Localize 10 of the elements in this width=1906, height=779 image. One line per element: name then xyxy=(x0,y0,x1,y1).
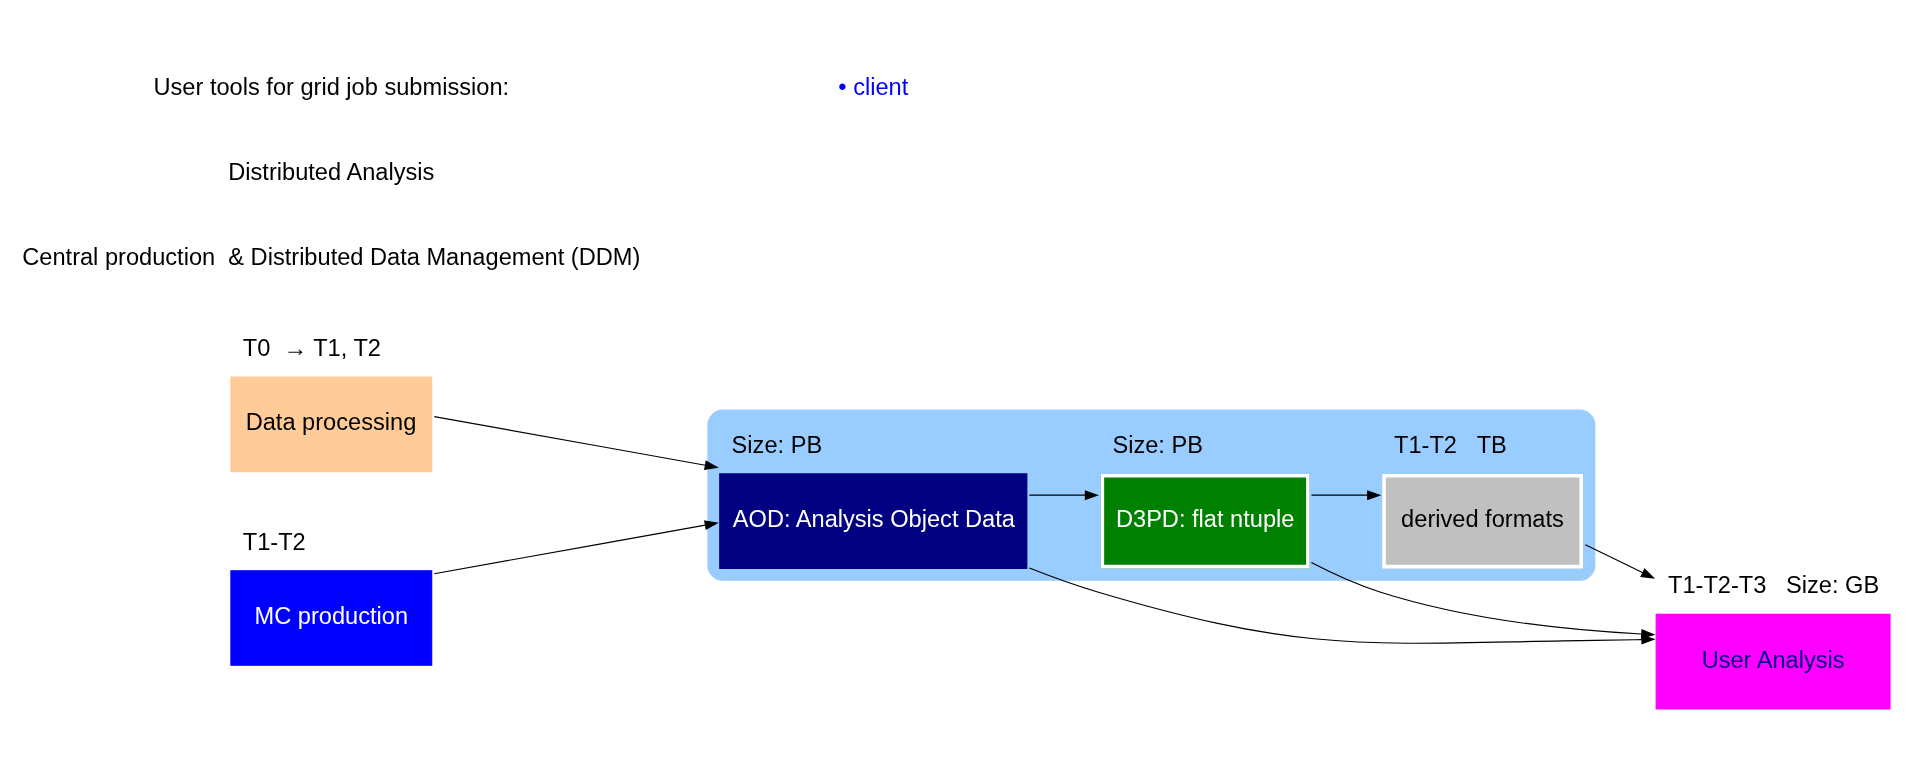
label: Central production & Distributed Data Management (DDM) xyxy=(22,243,641,270)
label: Distributed Analysis xyxy=(228,158,435,185)
node-label: Size: PB xyxy=(1112,431,1203,458)
node-label: T1-T2-T3 Size: GB xyxy=(1667,572,1880,599)
node-label: Size: PB xyxy=(731,431,823,458)
node-label: T0 → T1, T2 xyxy=(242,334,381,361)
label: • client xyxy=(838,73,909,100)
node-label: T1-T2 TB xyxy=(1394,431,1507,458)
label: User tools for grid job submission: xyxy=(153,73,510,100)
node-label: T1-T2 xyxy=(242,528,306,555)
